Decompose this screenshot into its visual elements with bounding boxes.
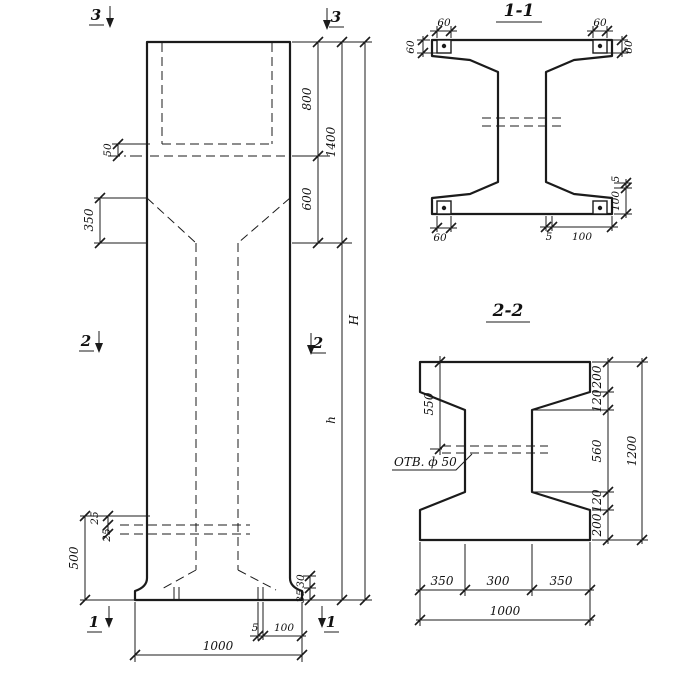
dim-width-1000: 1000 [203,639,234,653]
dim-head-1400: 1400 [324,126,338,157]
dim-100-bottom: 100 [572,231,592,243]
dim-350-left: 350 [431,574,454,588]
section-arrow-icon [307,345,315,355]
dim-tie-25-upper: 25 [89,511,101,526]
mark-underlines [79,24,344,633]
section-2-2-view: 2-2 ОТВ. ф 50 550 200 120 560 120 200 12… [392,301,648,626]
dim-top-800: 800 [300,87,314,110]
dim-60-tl-h: 60 [405,40,417,54]
section-1-1-title: 1-1 [504,1,535,21]
extension-lines [419,361,648,626]
foot-ribs [173,587,264,600]
anchor-dot [441,205,447,211]
dim-foot-35: 35 [295,589,307,603]
dim-120-bottom: 120 [590,489,604,512]
section-arrow-icon [106,18,114,28]
section-mark-3-left: 3 [91,6,101,24]
section-mark-1-left: 1 [89,613,99,631]
hidden-edges [120,43,291,591]
dim-60-tr-h: 60 [623,40,635,54]
hole-note-label: ОТВ. ф 50 [394,455,457,469]
dim-foot-gap-5: 5 [252,622,259,634]
section-1-1-hidden [482,117,562,127]
section-1-1-outline [430,38,614,216]
dimension-ticks [414,356,648,626]
embedded-plates [436,39,608,215]
dim-5-right: 5 [610,175,622,182]
dim-60-tr-w: 60 [593,17,607,29]
dim-1000: 1000 [490,604,521,618]
section-2-2-outline [418,360,592,542]
dim-foot-30: 30 [295,574,307,588]
section-arrow-icon [95,343,103,353]
dim-neck-600: 600 [300,187,314,210]
section-arrow-icon [318,618,326,628]
section-mark-2-left: 2 [80,332,91,350]
dim-1200: 1200 [625,435,639,466]
dim-120-top: 120 [590,389,604,412]
callout-leader [392,453,473,471]
dim-350-right: 350 [550,574,573,588]
dim-560: 560 [590,439,604,462]
dim-5-bottom: 5 [546,231,553,243]
hole-callout: ОТВ. ф 50 [392,453,473,471]
dim-200-bottom: 200 [590,513,604,537]
section-2-2-title: 2-2 [492,301,524,321]
section-mark-3-right: 3 [331,8,341,26]
elevation-view: 3 3 2 2 1 1 50 350 25 25 500 800 600 140… [67,6,372,662]
dimension-ticks [79,36,371,661]
hole-hidden-lines [442,445,548,454]
dim-60-tl-w: 60 [437,17,451,29]
dim-300: 300 [487,574,510,588]
dimension-lines [422,30,627,229]
dimension-lines [416,356,643,621]
dim-550: 550 [422,392,436,415]
dim-100-right: 100 [610,191,622,211]
dim-foot-plate-100: 100 [274,622,294,634]
anchor-dot [597,43,603,49]
dim-total-H: H [347,314,361,326]
anchor-dot [441,43,447,49]
section-arrow-icon [323,20,331,30]
section-cut-arrows [79,6,344,633]
dim-plate-50: 50 [102,143,114,157]
dim-60-bl: 60 [433,232,447,244]
dim-base-500: 500 [67,546,81,569]
column-outline [133,40,304,602]
dim-shaft-h: h [324,416,338,424]
dim-tie-25-lower: 25 [101,528,113,543]
dim-200-top: 200 [590,365,604,389]
section-arrow-icon [105,618,113,628]
dim-taper-350: 350 [82,208,96,231]
section-1-1-view: 1-1 60 60 60 60 60 5 100 5 100 [405,1,635,244]
anchor-dot [597,205,603,211]
dimension-ticks [417,25,632,234]
section-mark-1-right: 1 [326,613,336,631]
section-mark-2-right: 2 [312,334,323,352]
